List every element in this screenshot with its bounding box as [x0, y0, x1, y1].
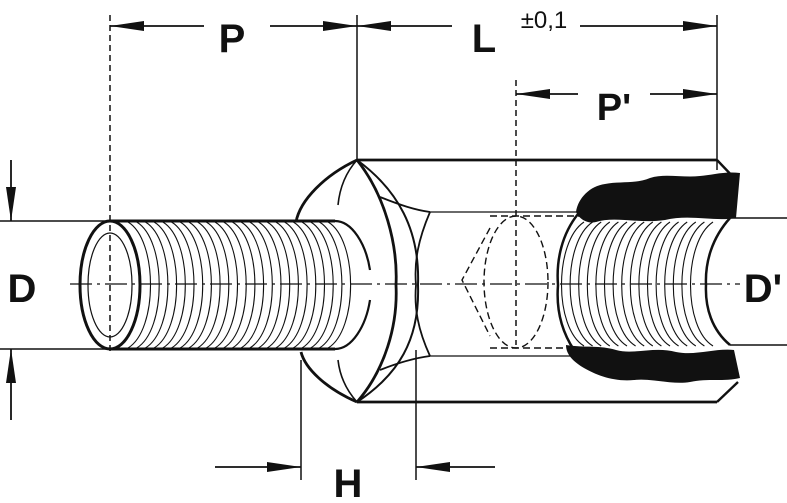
stud-thread-line: [240, 221, 265, 349]
stud-thread-line: [214, 221, 238, 349]
dimension-D: D: [6, 160, 37, 420]
socket-thread-line: [569, 221, 593, 347]
threaded-stud: [78, 219, 372, 351]
section-cut: [556, 172, 740, 383]
label-H: H: [334, 462, 363, 503]
socket-thread-line: [681, 221, 705, 347]
dimension-H: H: [215, 462, 495, 503]
hidden-drill-hole: [461, 215, 600, 349]
socket-thread-line: [629, 221, 654, 347]
extension-lines: [0, 15, 787, 480]
socket-thread-line: [561, 221, 585, 347]
stud-thread-line: [223, 221, 247, 349]
stud-thread-line: [275, 221, 299, 349]
section-hatch-top: [576, 172, 740, 223]
stud-thread-line: [249, 221, 273, 349]
stud-thread-line: [145, 221, 169, 349]
socket-thread-line: [612, 221, 636, 347]
label-L: L: [472, 17, 496, 61]
socket-thread-line: [672, 221, 697, 347]
stud-thread-line: [162, 221, 186, 349]
stud-thread-line: [310, 221, 334, 349]
dimension-L: L ±0,1: [357, 7, 717, 61]
socket-thread-line: [690, 221, 714, 347]
stud-thread-line: [127, 221, 151, 349]
stud-thread-line: [258, 221, 282, 349]
stud-thread-line: [327, 221, 352, 349]
label-D: D: [8, 267, 37, 311]
socket-thread-line: [664, 221, 688, 347]
stud-thread-line: [232, 221, 256, 349]
dimension-P: P: [110, 17, 357, 61]
stud-thread-line: [293, 221, 317, 349]
stud-thread-line: [301, 221, 325, 349]
stud-thread-line: [197, 221, 221, 349]
label-P: P: [219, 17, 246, 61]
hex-collar: [294, 158, 420, 404]
socket-body: [357, 158, 739, 404]
stud-thread-line: [179, 221, 204, 349]
socket-thread-line: [647, 221, 671, 347]
section-hatch-bottom: [566, 345, 740, 383]
stud-thread-line: [171, 221, 195, 349]
label-tolerance: ±0,1: [521, 7, 568, 34]
stud-thread-line: [266, 221, 291, 349]
label-D-prime: D': [744, 267, 782, 311]
socket-thread-line: [621, 221, 645, 347]
internal-thread-lines: [561, 221, 714, 347]
stud-thread-line: [188, 221, 212, 349]
stud-thread-lines: [127, 221, 352, 349]
label-P-prime: P': [597, 87, 631, 129]
socket-thread-line: [586, 221, 611, 347]
stud-thread-line: [153, 221, 178, 349]
socket-thread-line: [595, 221, 619, 347]
socket-thread-line: [655, 221, 679, 347]
socket-thread-line: [638, 221, 662, 347]
socket-thread-line: [578, 221, 602, 347]
socket-thread-line: [604, 221, 628, 347]
stud-thread-line: [136, 221, 160, 349]
stud-thread-line: [206, 221, 230, 349]
stud-thread-line: [284, 221, 308, 349]
dimension-P-prime: P': [516, 87, 717, 129]
stud-thread-line: [319, 221, 343, 349]
dimension-D-prime: D': [744, 267, 782, 311]
